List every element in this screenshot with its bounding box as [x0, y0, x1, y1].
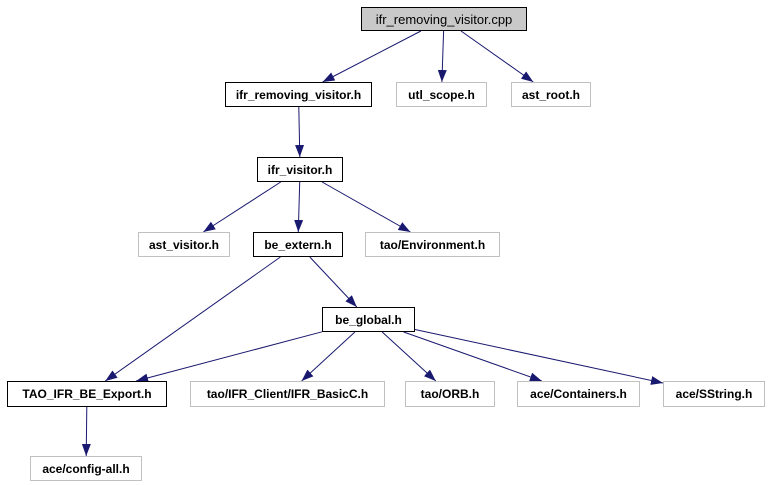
edge-tao_ifr_be_export_h-ace_config_all_h [81, 406, 91, 457]
edge-be_global_h-tao_ifr_be_export_h [135, 331, 323, 383]
edge-cpp-utl_scope_h [437, 30, 447, 83]
graph-node-be_extern_h[interactable]: be_extern.h [253, 232, 343, 257]
graph-node-tao_orb_h: tao/ORB.h [405, 381, 495, 407]
edge-ifr_visitor_h-ast_visitor_h [203, 181, 281, 233]
graph-node-tao_environment_h: tao/Environment.h [365, 232, 500, 257]
edge-be_global_h-ace_sstring_h [414, 329, 664, 385]
edge-cpp-ast_root_h [460, 30, 534, 83]
graph-node-ace_config_all_h: ace/config-all.h [30, 456, 142, 481]
edge-ifr_visitor_h-be_extern_h [294, 181, 304, 233]
graph-node-utl_scope_h: utl_scope.h [396, 82, 487, 107]
edge-cpp-ifr_removing_visitor_h [322, 30, 422, 83]
edge-be_global_h-tao_orb_h [381, 331, 437, 382]
graph-node-cpp: ifr_removing_visitor.cpp [361, 7, 527, 31]
graph-node-be_global_h[interactable]: be_global.h [322, 307, 415, 332]
graph-node-ifr_basicc_h: tao/IFR_Client/IFR_BasicC.h [190, 381, 385, 407]
graph-node-ifr_visitor_h[interactable]: ifr_visitor.h [257, 157, 343, 182]
graph-node-ast_visitor_h: ast_visitor.h [138, 232, 230, 257]
edge-be_global_h-ifr_basicc_h [301, 331, 356, 382]
edge-be_extern_h-be_global_h [309, 256, 358, 308]
edge-ifr_removing_visitor_h-ifr_visitor_h [295, 106, 305, 158]
edge-be_extern_h-tao_ifr_be_export_h [105, 256, 281, 382]
graph-node-ast_root_h: ast_root.h [511, 82, 591, 107]
graph-node-tao_ifr_be_export_h[interactable]: TAO_IFR_BE_Export.h [7, 381, 167, 407]
graph-node-ifr_removing_visitor_h[interactable]: ifr_removing_visitor.h [225, 82, 372, 107]
graph-node-ace_sstring_h: ace/SString.h [663, 381, 765, 407]
edge-ifr_visitor_h-tao_environment_h [321, 181, 411, 233]
edge-be_global_h-ace_containers_h [403, 331, 543, 382]
graph-node-ace_containers_h: ace/Containers.h [517, 381, 640, 407]
